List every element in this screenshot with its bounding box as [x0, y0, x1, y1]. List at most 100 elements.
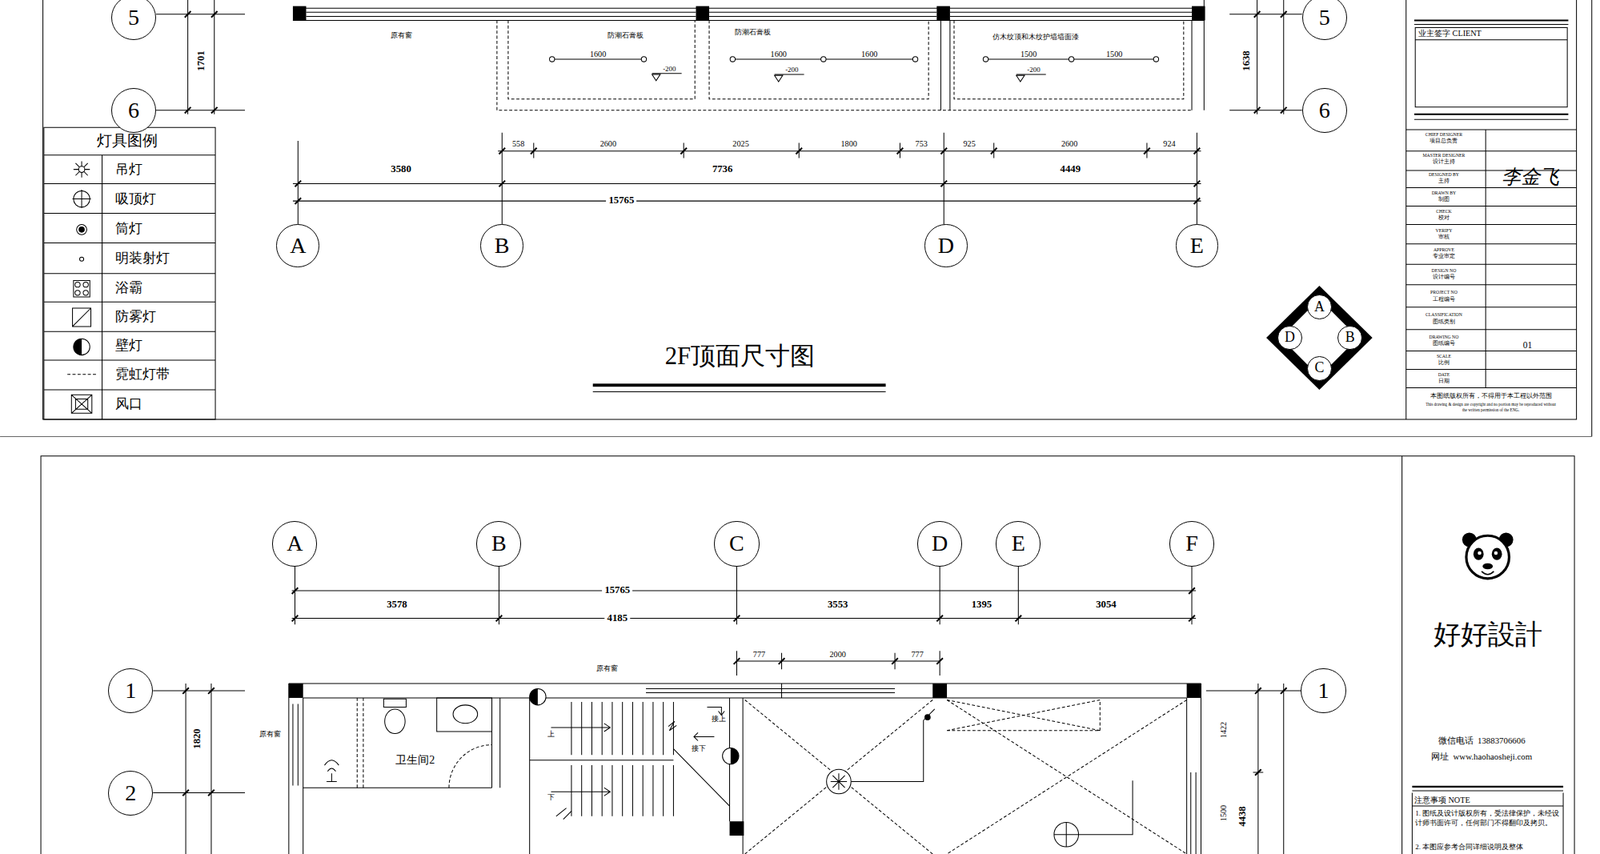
- annotation-label: 15765: [605, 195, 637, 206]
- annotation-label: 558: [512, 139, 525, 149]
- annotation-label: 主持: [1438, 178, 1450, 185]
- annotation-label: 设计主持: [1432, 159, 1456, 165]
- annotation-label: 仿木纹顶和木纹护墙墙面漆: [992, 33, 1079, 41]
- annotation-label: 网址 www.haohaosheji.com: [1431, 752, 1532, 762]
- annotation-label: SCALE: [1436, 353, 1452, 359]
- grid-label: A: [1314, 300, 1325, 315]
- annotation-label: -200: [662, 65, 676, 73]
- annotation-label: 1500: [1020, 49, 1037, 59]
- grid-label: 6: [1319, 99, 1331, 122]
- annotation-label: 01: [1523, 340, 1532, 350]
- annotation-label: 好好設計: [1433, 619, 1543, 649]
- annotation-label: 925: [962, 139, 975, 149]
- annotation-label: 李金飞: [1501, 166, 1560, 187]
- annotation-label: MASTER DESIGNER: [1422, 152, 1465, 158]
- grid-label: B: [1345, 330, 1356, 345]
- grid-bubble: 1: [108, 668, 153, 714]
- grid-bubble: A: [276, 224, 320, 268]
- annotation-label: 777: [753, 650, 766, 660]
- annotation-label: 4438: [1237, 806, 1248, 827]
- grid-bubble: E: [1175, 224, 1220, 268]
- annotation-label: -200: [1026, 66, 1040, 74]
- grid-label: B: [491, 532, 507, 555]
- annotation-label: 工程编号: [1432, 296, 1456, 303]
- annotation-label: 校对: [1438, 215, 1450, 221]
- grid-label: C: [729, 532, 745, 555]
- annotation-label: 1500: [1219, 805, 1228, 822]
- annotation-label: 1800: [841, 139, 858, 149]
- annotation-label: 业主签字 CLIENT: [1418, 29, 1482, 39]
- grid-label: A: [289, 234, 306, 257]
- annotation-label: 1820: [192, 728, 204, 749]
- grid-label: 2: [124, 781, 137, 805]
- annotation-label: 1600: [770, 49, 787, 59]
- annotation-label: 图纸编号: [1432, 340, 1456, 347]
- annotation-label: This drawing & design are copyright and …: [1424, 401, 1558, 413]
- grid-label: B: [494, 234, 510, 257]
- annotation-label: PROJECT NO: [1430, 289, 1458, 295]
- legend-text: 壁灯: [115, 338, 143, 353]
- annotation-label: 7736: [712, 164, 733, 175]
- annotation-label: 777: [910, 650, 923, 660]
- annotation-label: 3054: [1095, 599, 1116, 610]
- annotation-label: 接下: [691, 745, 706, 753]
- annotation-label: 注意事项 NOTE: [1414, 795, 1471, 805]
- annotation-label: 3578: [386, 599, 407, 610]
- grid-label: A: [286, 532, 303, 555]
- grid-bubble: 5: [111, 0, 157, 41]
- annotation-label: 3580: [390, 164, 411, 175]
- annotation-label: DRAWING NO: [1429, 334, 1460, 340]
- annotation-label: 设计编号: [1432, 274, 1456, 281]
- grid-label: 5: [1319, 6, 1331, 29]
- annotation-label: DESIGN NO: [1431, 268, 1457, 273]
- grid-bubble: E: [995, 521, 1041, 566]
- annotation-label: 4449: [1060, 164, 1081, 175]
- annotation-label: 1. 图纸及设计版权所有，受法律保护，未经设计师书面许可，任何部门不得翻印及拷贝…: [1415, 809, 1560, 828]
- legend-text: 浴霸: [115, 280, 143, 295]
- annotation-label: CLASSIFICATION: [1425, 312, 1463, 317]
- annotation-label: 2000: [829, 650, 846, 660]
- annotation-label: CHECK: [1435, 208, 1452, 214]
- grid-bubble: C: [713, 521, 759, 566]
- grid-bubble: F: [1169, 521, 1215, 566]
- annotation-label: 1500: [1106, 49, 1123, 59]
- annotation-label: 1600: [861, 49, 878, 59]
- annotation-label: 项目总负责: [1429, 139, 1458, 145]
- grid-bubble: 1: [1300, 668, 1346, 714]
- legend-text: 吊灯: [115, 162, 143, 177]
- annotation-label: 4185: [605, 613, 630, 624]
- grid-label: D: [938, 234, 955, 257]
- grid-label: C: [1314, 360, 1324, 376]
- annotation-label: 审核: [1438, 234, 1450, 241]
- annotation-label: 2600: [1061, 139, 1078, 149]
- legend-text: 防雾灯: [115, 310, 157, 325]
- annotation-label: 2600: [600, 139, 617, 149]
- grid-label: E: [1011, 532, 1026, 555]
- annotation-label: CHIEF DESIGNER: [1425, 132, 1463, 137]
- grid-bubble: A: [272, 521, 317, 566]
- annotation-label: 专业审定: [1432, 254, 1456, 261]
- annotation-label: 原有窗: [390, 32, 413, 40]
- annotation-label: 1600: [589, 49, 606, 59]
- annotation-label: APPROVE: [1433, 247, 1455, 253]
- grid-label: 6: [128, 99, 140, 122]
- annotation-label: 原有窗: [259, 730, 281, 738]
- drawing-title: 2F顶面尺寸图: [665, 343, 815, 369]
- annotation-label: 制图: [1438, 196, 1450, 203]
- grid-bubble: B: [476, 521, 522, 566]
- grid-bubble: D: [917, 521, 963, 566]
- grid-label: E: [1190, 234, 1204, 257]
- annotation-label: 上: [547, 730, 555, 738]
- annotation-label: DATE: [1438, 372, 1451, 377]
- legend-text: 吸顶灯: [115, 192, 157, 206]
- annotation-label: 图纸类别: [1432, 319, 1456, 325]
- annotation-label: 2. 本图应参考合同详细说明及整体: [1415, 842, 1560, 853]
- annotation-label: 防潮石膏板: [734, 28, 771, 37]
- annotation-label: 1395: [971, 599, 992, 610]
- legend-text: 风口: [115, 396, 143, 411]
- grid-bubble: 2: [108, 770, 153, 816]
- grid-bubble: 6: [1302, 88, 1348, 133]
- grid-label: D: [1284, 330, 1296, 345]
- annotation-label: 卫生间2: [395, 753, 435, 766]
